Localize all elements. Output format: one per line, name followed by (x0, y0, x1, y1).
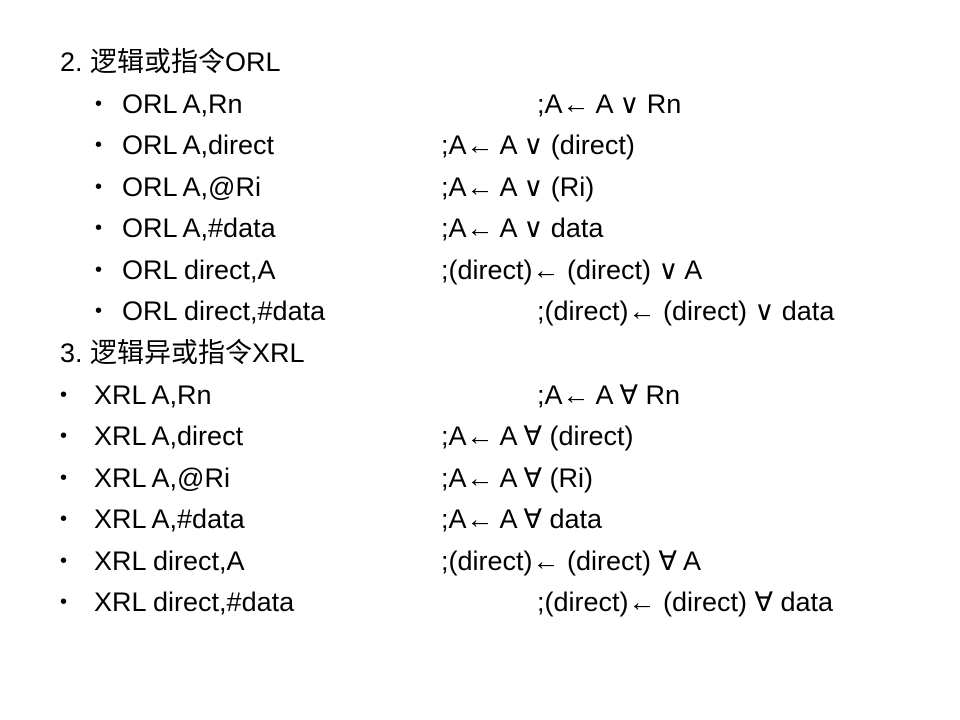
orl-section-heading: 2. 逻辑或指令ORL (60, 47, 281, 77)
instruction-text: ORL A,@Ri (122, 172, 261, 202)
instruction-text: XRL A,direct (94, 421, 244, 451)
bullet-marker: • (60, 550, 68, 572)
instruction-comment: ;A← A ∨ data (441, 213, 604, 243)
instruction-text: XRL A,@Ri (94, 463, 230, 493)
instruction-text: ORL A,#data (122, 213, 276, 243)
bullet-marker: • (60, 384, 68, 406)
bullet-marker: • (95, 217, 103, 239)
instruction-comment: ;(direct)← (direct) ∀ A (441, 546, 702, 576)
bullet-marker: • (60, 467, 68, 489)
instruction-comment: ;A← A ∀ (direct) (441, 421, 634, 451)
instruction-comment: ;(direct)← (direct) ∨ A (441, 255, 703, 285)
instruction-comment: ;A← A ∀ data (441, 504, 603, 534)
bullet-marker: • (95, 134, 103, 156)
instruction-comment: ;(direct)← (direct) ∨ data (537, 296, 835, 326)
instruction-comment: ;A← A ∀ Rn (537, 380, 681, 410)
instruction-text: ORL A,direct (122, 130, 275, 160)
instruction-text: XRL direct,#data (94, 587, 295, 617)
instruction-text: ORL direct,A (122, 255, 276, 285)
instruction-text: XRL A,#data (94, 504, 245, 534)
instruction-comment: ;(direct)← (direct) ∀ data (537, 587, 834, 617)
bullet-marker: • (95, 93, 103, 115)
instruction-comment: ;A← A ∨ (direct) (441, 130, 635, 160)
instruction-comment: ;A← A ∨ Rn (537, 89, 682, 119)
instruction-text: XRL A,Rn (94, 380, 212, 410)
instruction-comment: ;A← A ∨ (Ri) (441, 172, 595, 202)
instruction-text: ORL A,Rn (122, 89, 243, 119)
instruction-text: XRL direct,A (94, 546, 245, 576)
bullet-marker: • (95, 300, 103, 322)
bullet-marker: • (60, 425, 68, 447)
bullet-marker: • (95, 176, 103, 198)
bullet-marker: • (60, 591, 68, 613)
instruction-comment: ;A← A ∀ (Ri) (441, 463, 593, 493)
bullet-marker: • (95, 259, 103, 281)
instruction-text: ORL direct,#data (122, 296, 326, 326)
xrl-section-heading: 3. 逻辑异或指令XRL (60, 338, 305, 368)
bullet-marker: • (60, 508, 68, 530)
